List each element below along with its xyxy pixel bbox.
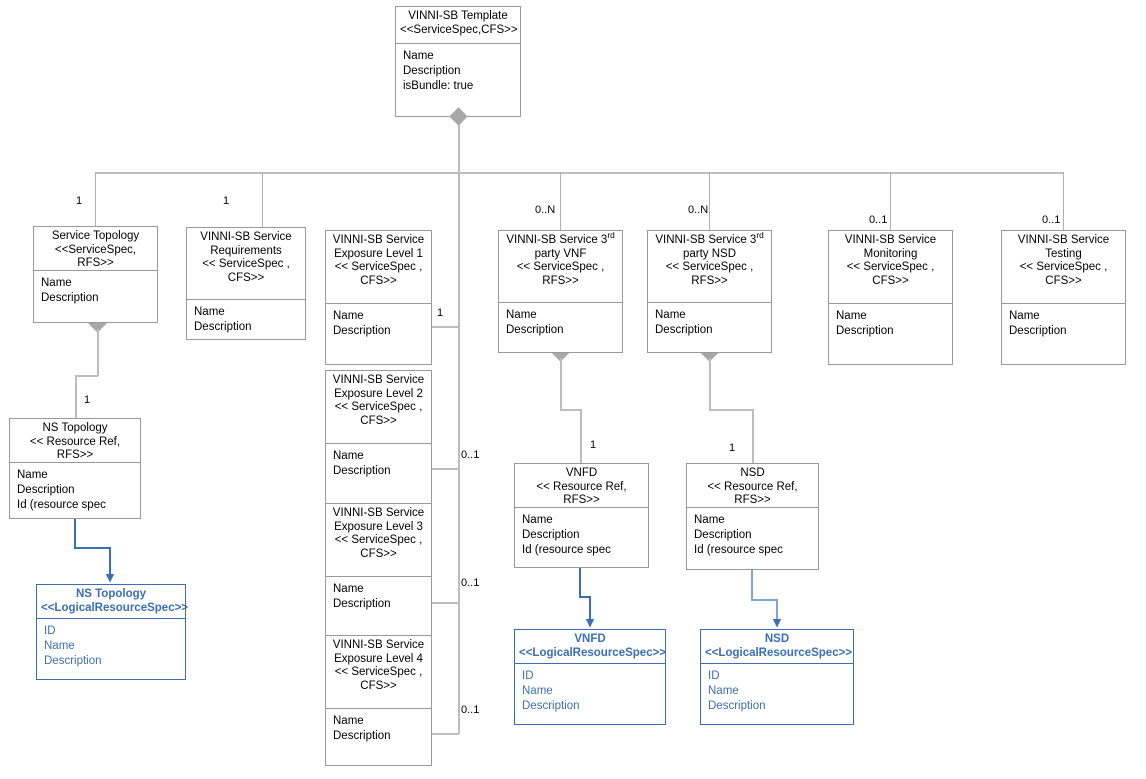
- node-attributes: Name Description: [333, 310, 391, 337]
- connector-vnf-v2: [580, 409, 582, 463]
- connector-service-topology-v2: [75, 375, 77, 418]
- node-attributes: Name Description Id (resource spec: [17, 469, 106, 511]
- connector-nsd-v2: [752, 409, 754, 463]
- node-header: VNFD <<LogicalResourceSpec>>: [515, 630, 666, 664]
- node-attributes: Name Description isBundle: true: [403, 50, 474, 92]
- node-header: NSD <<LogicalResourceSpec>>: [701, 630, 853, 664]
- ordinal-suffix: rd: [607, 231, 615, 241]
- connector-drop-third-party-nsd: [709, 172, 710, 230]
- multiplicity-service-requirements: 1: [223, 195, 230, 207]
- node-header: NS Topology <<LogicalResourceSpec>>: [37, 585, 188, 619]
- node-header: VINNI-SB Service Requirements << Service…: [187, 228, 305, 300]
- node-header: VINNI-SB Service Exposure Level 2 << Ser…: [326, 371, 431, 444]
- node-nsd-ref[interactable]: NSD << Resource Ref, RFS>> Name Descript…: [686, 463, 819, 570]
- node-service-topology[interactable]: Service Topology <<ServiceSpec, RFS>> Na…: [33, 226, 158, 323]
- node-vinni-sb-template[interactable]: VINNI-SB Template <<ServiceSpec,CFS>> Na…: [395, 6, 521, 117]
- connector-exposure-spine: [458, 172, 460, 734]
- node-attributes: Name Description: [655, 309, 713, 336]
- node-exposure-level-4[interactable]: VINNI-SB Service Exposure Level 4 << Ser…: [325, 635, 432, 766]
- multiplicity-exposure-level-2: 0..1: [461, 449, 480, 461]
- connector-drop-third-party-vnf: [560, 172, 561, 230]
- arrow-vnfd: [579, 567, 595, 628]
- connector-drop-service-monitoring: [890, 172, 891, 230]
- connector-drop-service-requirements: [262, 172, 263, 227]
- node-attributes: Name Description: [836, 310, 894, 337]
- node-vnfd-ref[interactable]: VNFD << Resource Ref, RFS>> Name Descrip…: [514, 463, 649, 568]
- node-header: VINNI-SB Service Testing << ServiceSpec …: [1002, 231, 1125, 304]
- node-header-rest: party NSD << ServiceSpec , RFS>>: [665, 247, 754, 287]
- connector-vnf-h: [560, 409, 581, 411]
- node-attributes: Name Description: [1009, 310, 1067, 337]
- connector-stub-exposure-1: [432, 326, 459, 328]
- node-header: VINNI-SB Service 3rd party NSD << Servic…: [648, 231, 771, 303]
- node-header: VINNI-SB Service 3rd party VNF << Servic…: [499, 231, 622, 303]
- node-header: NSD << Resource Ref, RFS>>: [687, 464, 818, 508]
- node-attributes: Name Description: [41, 277, 99, 304]
- node-service-requirements[interactable]: VINNI-SB Service Requirements << Service…: [186, 227, 306, 340]
- node-third-party-vnf[interactable]: VINNI-SB Service 3rd party VNF << Servic…: [498, 230, 623, 353]
- node-third-party-nsd[interactable]: VINNI-SB Service 3rd party NSD << Servic…: [647, 230, 772, 353]
- node-nsd-logicalresourcespec[interactable]: NSD <<LogicalResourceSpec>> ID Name Desc…: [700, 629, 854, 725]
- node-header: NS Topology << Resource Ref, RFS>>: [10, 419, 140, 463]
- connector-nsd-v1: [709, 358, 711, 410]
- node-header: Service Topology <<ServiceSpec, RFS>>: [34, 227, 157, 271]
- connector-service-topology-v1: [97, 329, 99, 376]
- multiplicity-service-testing: 0..1: [1042, 214, 1061, 226]
- node-attributes: ID Name Description: [708, 670, 766, 712]
- multiplicity-vnfd-ref: 1: [590, 439, 597, 451]
- connector-stub-exposure-2: [432, 468, 459, 470]
- multiplicity-exposure-level-4: 0..1: [461, 704, 480, 716]
- arrow-nsd: [751, 570, 782, 628]
- node-attributes: ID Name Description: [44, 625, 102, 667]
- multiplicity-third-party-vnf: 0..N: [535, 204, 556, 216]
- node-ns-topology-logicalresourcespec[interactable]: NS Topology <<LogicalResourceSpec>> ID N…: [36, 584, 188, 680]
- multiplicity-ns-topology-ref: 1: [84, 394, 91, 406]
- connector-stub-exposure-3: [432, 602, 459, 604]
- node-service-testing[interactable]: VINNI-SB Service Testing << ServiceSpec …: [1001, 230, 1126, 365]
- node-ns-topology-ref[interactable]: NS Topology << Resource Ref, RFS>> Name …: [9, 418, 141, 519]
- multiplicity-nsd-ref: 1: [729, 442, 736, 454]
- node-exposure-level-3[interactable]: VINNI-SB Service Exposure Level 3 << Ser…: [325, 503, 432, 638]
- connector-stub-exposure-4: [432, 733, 459, 735]
- node-attributes: Name Description: [333, 715, 391, 742]
- node-header: VINNI-SB Template <<ServiceSpec,CFS>>: [396, 7, 520, 44]
- multiplicity-exposure-level-1: 1: [437, 307, 444, 319]
- connector-vnf-v1: [560, 358, 562, 410]
- node-header: VINNI-SB Service Exposure Level 1 << Ser…: [326, 231, 431, 304]
- node-header: VINNI-SB Service Exposure Level 3 << Ser…: [326, 504, 431, 577]
- multiplicity-service-monitoring: 0..1: [869, 214, 888, 226]
- node-service-monitoring[interactable]: VINNI-SB Service Monitoring << ServiceSp…: [828, 230, 953, 365]
- node-header: VINNI-SB Service Monitoring << ServiceSp…: [829, 231, 952, 304]
- arrow-ns-topology: [74, 518, 115, 583]
- node-attributes: Name Description: [194, 306, 252, 333]
- node-attributes: Name Description: [506, 309, 564, 336]
- multiplicity-service-topology: 1: [76, 195, 83, 207]
- connector-nsd-h: [709, 409, 753, 411]
- node-attributes: Name Description: [333, 583, 391, 610]
- ordinal-suffix: rd: [756, 231, 764, 241]
- node-header: VNFD << Resource Ref, RFS>>: [515, 464, 648, 508]
- node-header-rest: party VNF << ServiceSpec , RFS>>: [516, 247, 605, 287]
- connector-drop-service-testing: [1063, 172, 1064, 230]
- multiplicity-third-party-nsd: 0..N: [688, 204, 709, 216]
- connector-root-stem: [458, 112, 460, 173]
- connector-drop-service-topology: [95, 172, 96, 226]
- node-exposure-level-2[interactable]: VINNI-SB Service Exposure Level 2 << Ser…: [325, 370, 432, 505]
- node-attributes: Name Description Id (resource spec: [694, 514, 783, 556]
- connector-service-topology-h: [75, 375, 98, 377]
- node-header: VINNI-SB Service Exposure Level 4 << Ser…: [326, 636, 431, 709]
- node-exposure-level-1[interactable]: VINNI-SB Service Exposure Level 1 << Ser…: [325, 230, 432, 365]
- node-attributes: Name Description Id (resource spec: [522, 514, 611, 556]
- node-attributes: Name Description: [333, 450, 391, 477]
- node-attributes: ID Name Description: [522, 670, 580, 712]
- node-header-text: VINNI-SB Service 3: [506, 234, 608, 246]
- node-vnfd-logicalresourcespec[interactable]: VNFD <<LogicalResourceSpec>> ID Name Des…: [514, 629, 666, 725]
- node-header-text: VINNI-SB Service 3: [655, 234, 757, 246]
- multiplicity-exposure-level-3: 0..1: [461, 577, 480, 589]
- connector-main-bus: [95, 172, 1064, 174]
